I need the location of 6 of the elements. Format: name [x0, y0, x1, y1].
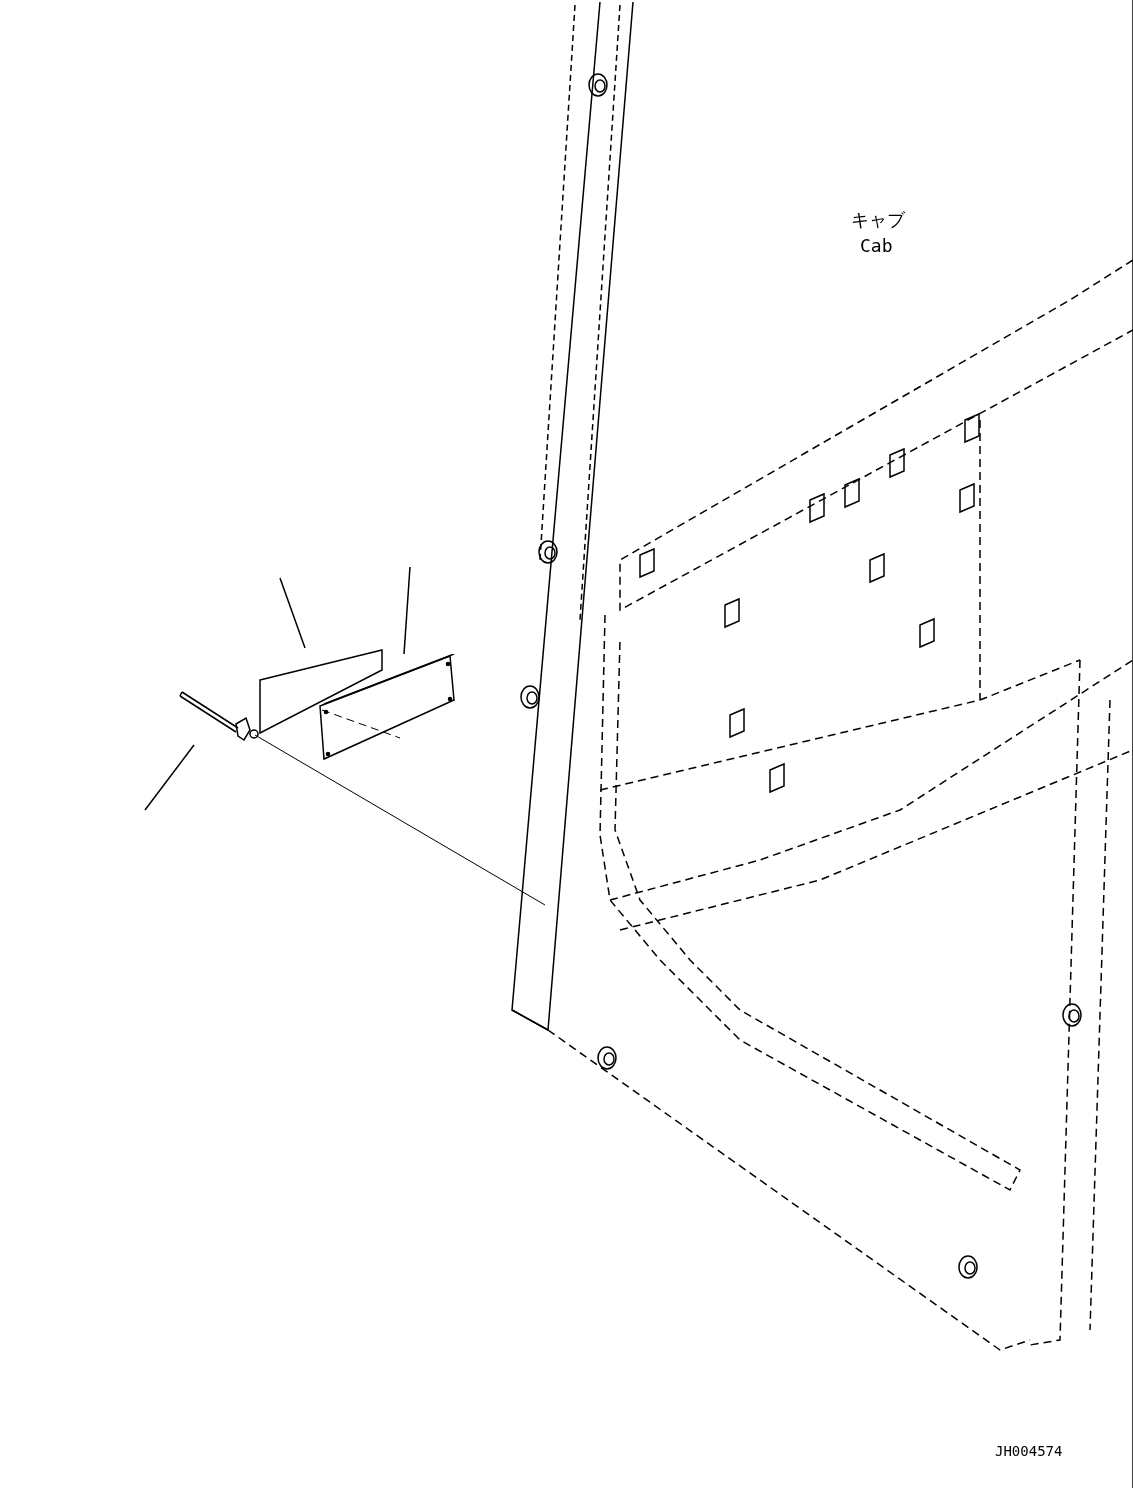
- cab-label: Cab: [860, 236, 893, 256]
- leader-line: [403, 566, 411, 655]
- cab-label: キャブ: [851, 210, 905, 230]
- leader-line: [144, 744, 195, 811]
- leader-line: [279, 577, 306, 649]
- drawing-number: JH004574: [995, 1442, 1063, 1461]
